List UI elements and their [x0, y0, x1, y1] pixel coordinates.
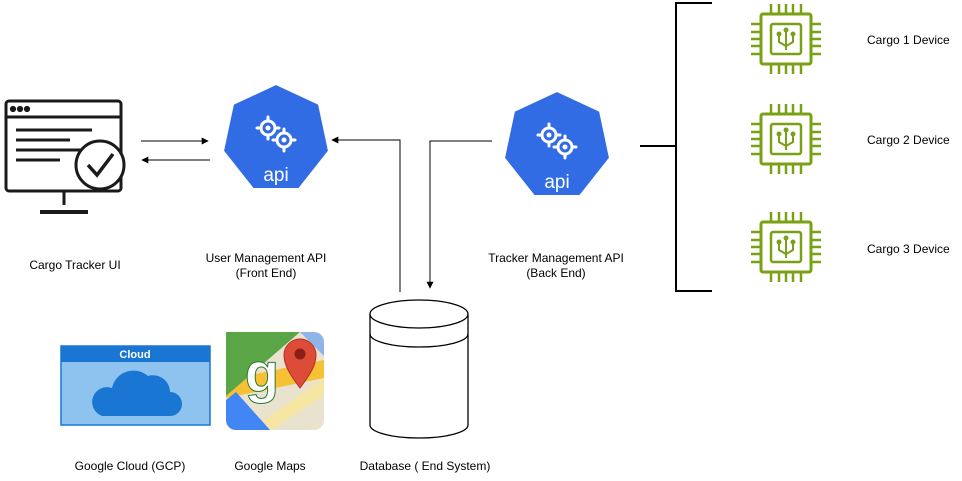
google-maps-icon: g	[226, 332, 324, 430]
user-api-label-line2: (Front End)	[235, 266, 297, 280]
user-api-label-line1: User Management API	[205, 251, 327, 265]
database-label: Database ( End System)	[359, 459, 491, 473]
svg-text:g: g	[245, 341, 279, 404]
database-icon	[369, 299, 469, 439]
google-cloud-badge: Cloud	[119, 349, 150, 361]
user-api-icon-text: api	[263, 165, 288, 186]
cargo-2-device-icon	[749, 102, 823, 176]
cargo-2-device-label: Cargo 2 Device	[867, 133, 950, 147]
tracker-api-icon: api	[502, 89, 612, 198]
google-cloud-label: Google Cloud (GCP)	[74, 459, 186, 473]
cargo-3-device-label: Cargo 3 Device	[867, 242, 950, 256]
cargo-3-device-icon	[749, 210, 823, 284]
tracker-api-label-line2: (Back End)	[526, 266, 586, 280]
tracker-api-to-database-arrow	[426, 140, 492, 289]
devices-bracket	[675, 2, 712, 292]
tracker-api-label-line1: Tracker Management API	[488, 251, 624, 265]
cargo-1-device-label: Cargo 1 Device	[867, 33, 950, 47]
user-api-icon: api	[221, 82, 331, 191]
database-to-user-api-arrow	[331, 136, 401, 292]
google-cloud-icon: Cloud	[60, 345, 211, 426]
monitor-icon	[4, 99, 126, 214]
cargo-1-device-icon	[749, 2, 823, 76]
google-maps-label: Google Maps	[234, 459, 306, 473]
tracker-api-icon-text: api	[544, 172, 569, 193]
cargo-tracker-ui-label: Cargo Tracker UI	[29, 258, 121, 272]
